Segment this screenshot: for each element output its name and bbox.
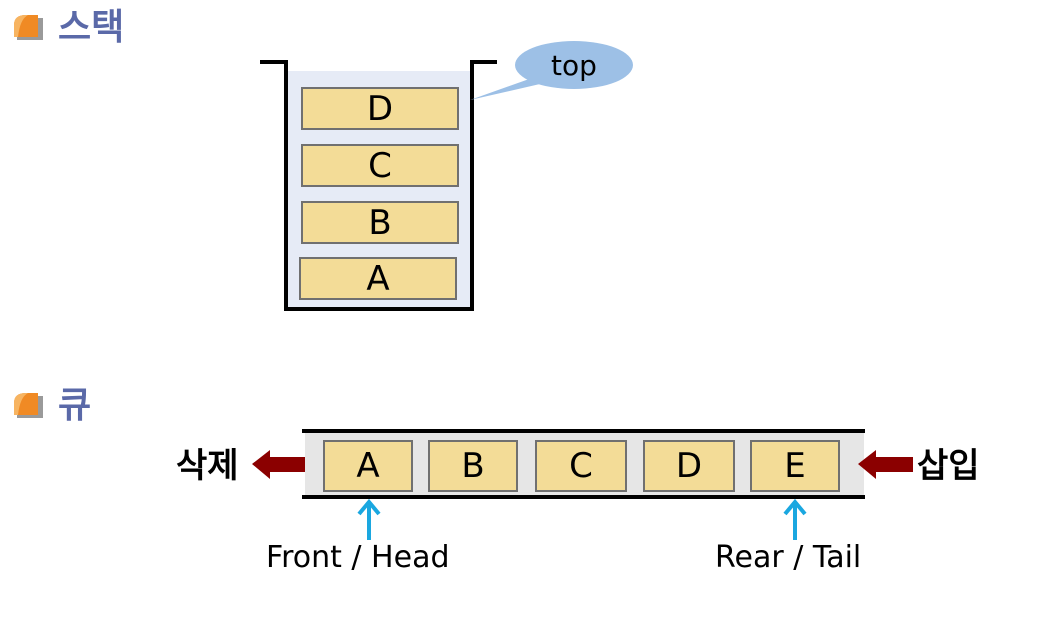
queue-bottom-rail bbox=[302, 495, 865, 499]
enqueue-label: 삽입 bbox=[917, 446, 980, 486]
queue-heading: 큐 bbox=[14, 388, 91, 424]
stack-item: C bbox=[301, 144, 459, 187]
front-pointer-label: Front / Head bbox=[266, 540, 450, 575]
queue-item: E bbox=[750, 440, 840, 492]
dequeue-label: 삭제 bbox=[176, 446, 239, 486]
queue-item: B bbox=[428, 440, 518, 492]
top-callout-label: top bbox=[551, 48, 597, 82]
queue-top-rail bbox=[302, 429, 865, 433]
stack-item: A bbox=[299, 257, 457, 300]
bullet-icon bbox=[14, 15, 43, 40]
stack-item: B bbox=[301, 201, 459, 244]
bullet-icon bbox=[14, 393, 43, 418]
stack-item: D bbox=[301, 87, 459, 130]
stack-heading: 스택 bbox=[14, 10, 124, 46]
queue-item: C bbox=[535, 440, 627, 492]
queue-item: A bbox=[323, 440, 413, 492]
queue-item: D bbox=[643, 440, 735, 492]
rear-pointer-label: Rear / Tail bbox=[715, 540, 862, 575]
stack-heading-text: 스택 bbox=[58, 7, 125, 48]
queue-heading-text: 큐 bbox=[58, 385, 92, 426]
